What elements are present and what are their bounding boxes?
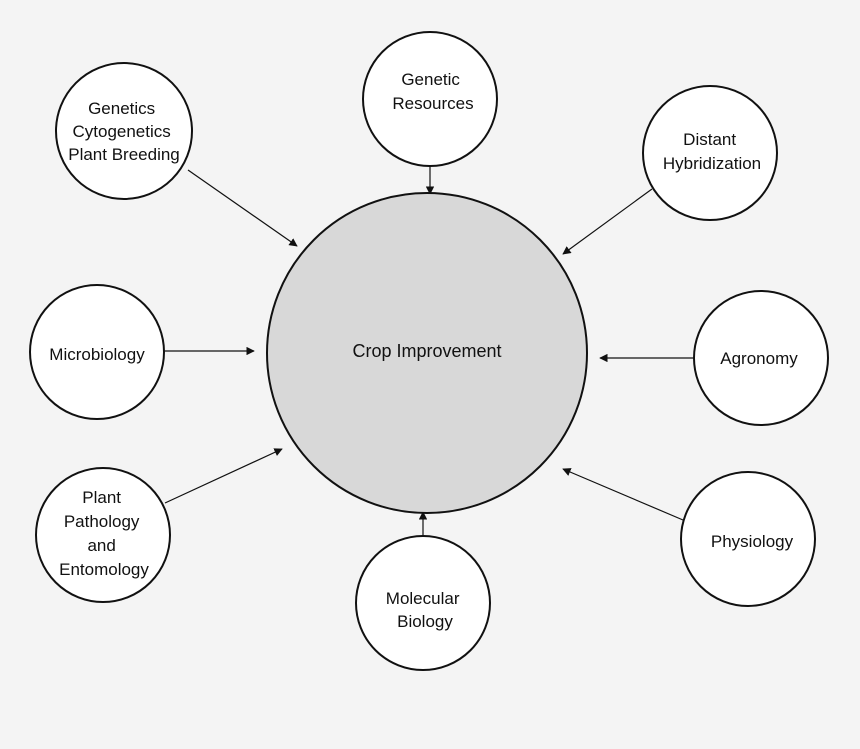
node-label-line: Genetic — [401, 70, 460, 89]
node-label-line: Agronomy — [720, 349, 798, 368]
svg-text:Plant Pathology an: Plant Pathology and Entomology — [59, 488, 149, 579]
node-label-line: Distant — [683, 130, 736, 149]
edges — [164, 166, 696, 541]
edge-physiology — [562, 468, 684, 521]
node-label-line: Cytogenetics — [72, 122, 170, 141]
hub-node: Crop Improvement — [266, 192, 588, 514]
node-label-line: Hybridization — [663, 154, 761, 173]
svg-text:Microbiology: Microbiology — [49, 345, 145, 364]
node-microbiology: Microbiology — [29, 284, 165, 420]
hub-circle — [266, 192, 588, 514]
node-genetics-cytogenetics-plant-breeding: Genetics Cytogenetics Plant Breeding — [55, 62, 193, 200]
svg-text:Molecular Biology: Molecular Biology — [386, 589, 464, 631]
node-distant-hybridization: Distant Hybridization — [642, 85, 778, 221]
node-label-line: Physiology — [711, 532, 794, 551]
node-label-line: Plant — [82, 488, 121, 507]
svg-text:Agronomy: Agronomy — [720, 349, 798, 368]
node-molecular-biology: Molecular Biology — [355, 535, 491, 671]
node-label-line: Pathology — [64, 512, 140, 531]
node-label-line: Molecular — [386, 589, 460, 608]
svg-text:Physiology: Physiology — [711, 532, 794, 551]
node-agronomy: Agronomy — [693, 290, 829, 426]
node-label-line: and — [87, 536, 115, 555]
edge-genetics-cytogenetics-plant-breeding — [187, 169, 298, 247]
node-plant-pathology-entomology: Plant Pathology and Entomology — [35, 467, 171, 603]
node-label-line: Resources — [392, 94, 473, 113]
edge-distant-hybridization — [562, 188, 653, 255]
node-label-line: Entomology — [59, 560, 149, 579]
svg-text:Distant Hybridization: Distant Hybridization — [663, 130, 761, 173]
node-label-line: Genetics — [88, 99, 155, 118]
hub-label: Crop Improvement — [352, 341, 501, 361]
node-label-line: Microbiology — [49, 345, 145, 364]
node-label-line: Plant Breeding — [68, 145, 180, 164]
node-physiology: Physiology — [680, 471, 816, 607]
svg-text:Genetic Resources: Genetic Resources — [392, 70, 473, 113]
node-label-line: Biology — [397, 612, 453, 631]
node-genetic-resources: Genetic Resources — [362, 31, 498, 167]
svg-text:Genetics Cytogenetics: Genetics Cytogenetics Plant Breeding — [68, 99, 180, 164]
edge-plant-pathology-entomology — [164, 448, 283, 504]
